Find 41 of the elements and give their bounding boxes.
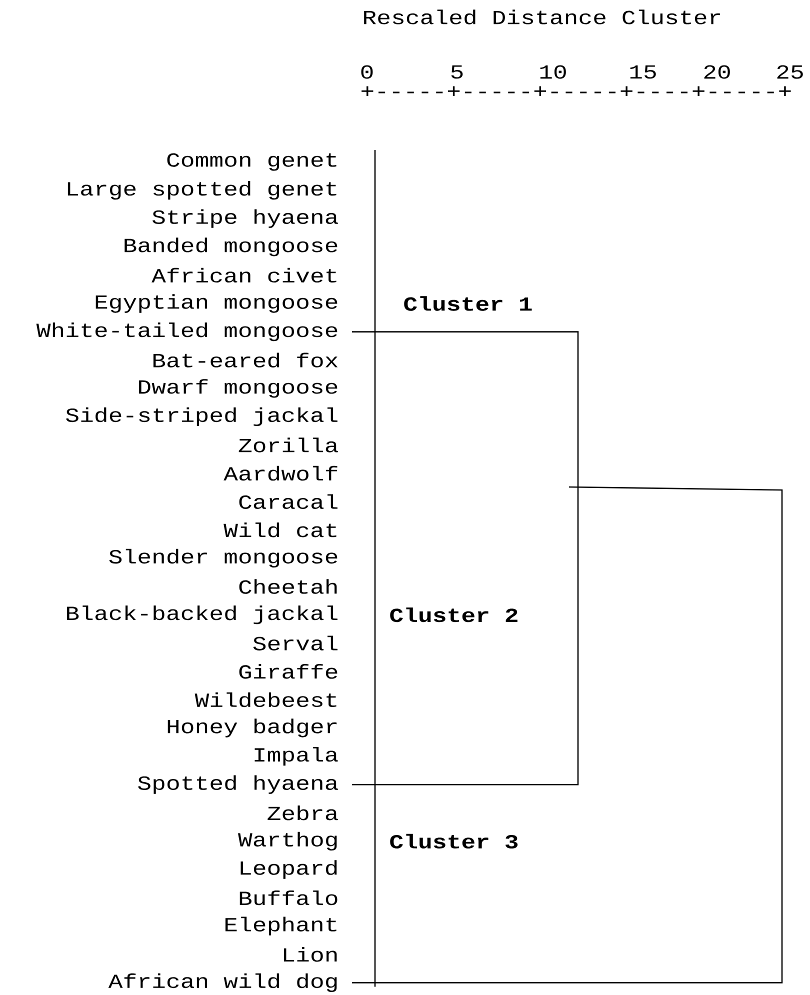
species-label: Caracal	[239, 494, 338, 509]
tick-label: 0	[361, 65, 373, 79]
species-label: Buffalo	[240, 890, 338, 906]
species-label: Dwarf mongoose	[139, 379, 338, 398]
species-label: Wildebeest	[194, 692, 336, 708]
species-label: Side-striped jackal	[66, 407, 338, 426]
species-label: Common genet	[167, 153, 336, 171]
tick-label: 5	[451, 65, 463, 79]
species-label: Honey badger	[168, 718, 337, 738]
tick-label: 10	[540, 65, 566, 79]
cluster-label: Cluster 3	[390, 834, 518, 849]
species-label: Lion	[284, 947, 337, 962]
species-label: Zorilla	[238, 438, 338, 452]
species-label: Egyptian mongoose	[96, 294, 338, 313]
species-label: Stripe hyaena	[152, 209, 338, 228]
species-label: Impala	[254, 746, 338, 766]
species-label: Banded mongoose	[124, 238, 338, 256]
species-label: Zebra	[268, 806, 338, 820]
species-label: Aardwolf	[224, 466, 338, 481]
species-label: Elephant	[225, 916, 336, 936]
tick-label: 20	[704, 65, 730, 79]
species-label: Serval	[253, 636, 338, 650]
species-label: Warthog	[238, 832, 337, 851]
species-label: White-tailed mongoose	[36, 322, 338, 342]
axis-scale: +-----+-----+-----+----+-----+	[362, 86, 791, 96]
tick-label: 15	[630, 65, 656, 79]
species-label: Black-backed jackal	[67, 605, 338, 624]
species-label: Giraffe	[239, 664, 338, 679]
tick-label: 25	[777, 65, 803, 79]
species-label: Bat-eared fox	[153, 352, 338, 368]
species-label: Large spotted genet	[68, 180, 336, 200]
species-label: Slender mongoose	[109, 548, 338, 568]
cluster-label: Cluster 2	[390, 607, 518, 622]
species-label: African civet	[152, 268, 336, 283]
species-label: Spotted hyaena	[138, 775, 338, 794]
cluster-label: Cluster 1	[404, 296, 532, 311]
species-label: African wild dog	[108, 973, 337, 992]
axis-title: Rescaled Distance Cluster	[364, 10, 720, 24]
species-label: Leopard	[240, 860, 337, 879]
species-label: Wild cat	[224, 522, 336, 538]
species-label: Cheetah	[239, 579, 337, 594]
